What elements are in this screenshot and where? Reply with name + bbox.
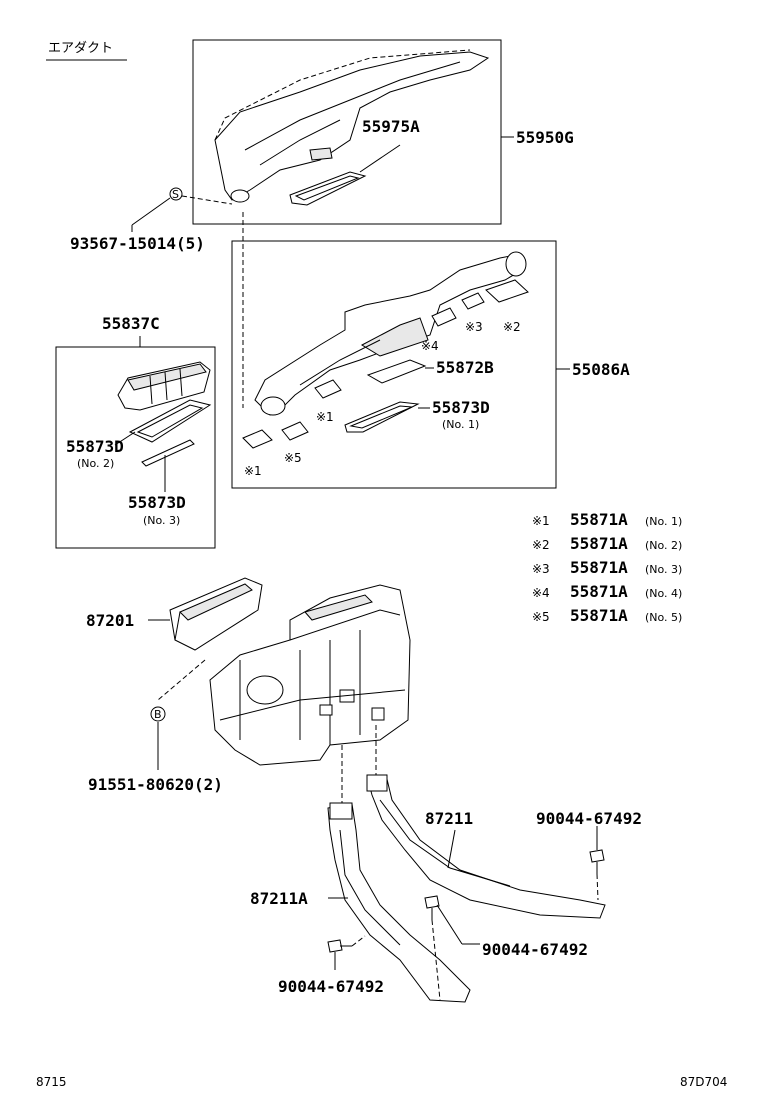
legend: ※1 55871A (No. 1) ※2 55871A (No. 2) ※3 5… xyxy=(532,510,682,625)
part-55873D-no1-drawing xyxy=(344,401,420,433)
part-55873D-no1-inner xyxy=(349,405,413,429)
legend-mark-2: ※2 xyxy=(532,538,550,552)
legend-sub-2: (No. 2) xyxy=(645,539,682,552)
label-90044-67492-left: 90044-67492 xyxy=(278,977,384,996)
label-90044-67492-right: 90044-67492 xyxy=(536,809,642,828)
label-55975A: 55975A xyxy=(362,117,420,136)
label-55873D-no3-sub: (No. 3) xyxy=(143,514,180,527)
mark-5: ※5 xyxy=(284,451,302,465)
label-55873D-no3: 55873D xyxy=(128,493,186,512)
pad-no1-b xyxy=(314,379,342,399)
group-box-55086A xyxy=(231,240,557,489)
legend-mark-1: ※1 xyxy=(532,514,550,528)
legend-mark-5: ※5 xyxy=(532,610,550,624)
leader-87211 xyxy=(447,829,456,869)
legend-part-3: 55871A xyxy=(570,558,628,577)
pad-no3 xyxy=(461,292,485,310)
bolt-90044-left-drawing xyxy=(327,935,366,953)
footer-left-code: 8715 xyxy=(36,1075,67,1089)
pad-no5 xyxy=(281,421,309,441)
group-box-55950G xyxy=(192,39,502,225)
part-87201-drawing xyxy=(169,577,263,651)
clip-s-drawing: S xyxy=(131,187,233,232)
leader-55873D-no2 xyxy=(114,431,136,446)
label-91551-80620: 91551-80620(2) xyxy=(88,775,223,794)
legend-sub-5: (No. 5) xyxy=(645,611,682,624)
part-55873D-no2-drawing xyxy=(128,399,212,443)
label-93567-15014: 93567-15014(5) xyxy=(70,234,205,253)
upper-air-duct-drawing xyxy=(214,49,490,203)
legend-mark-3: ※3 xyxy=(532,562,550,576)
label-55837C: 55837C xyxy=(102,314,160,333)
legend-part-5: 55871A xyxy=(570,606,628,625)
clip-b-drawing: B xyxy=(150,659,206,770)
pad-no1-a xyxy=(242,429,273,449)
label-90044-67492-middle: 90044-67492 xyxy=(482,940,588,959)
legend-sub-4: (No. 4) xyxy=(645,587,682,600)
label-55873D-no1-sub: (No. 1) xyxy=(442,418,479,431)
part-87211A-drawing xyxy=(327,802,471,1003)
pad-no2 xyxy=(485,279,529,303)
part-55837C-drawing xyxy=(117,361,211,411)
mark-4: ※4 xyxy=(421,339,439,353)
legend-mark-4: ※4 xyxy=(532,586,550,600)
label-55873D-no2: 55873D xyxy=(66,437,124,456)
legend-sub-1: (No. 1) xyxy=(645,515,682,528)
bolt-90044-middle-drawing xyxy=(424,895,441,1001)
footer-right-code: 87D704 xyxy=(680,1075,727,1089)
heater-unit-drawing xyxy=(209,584,411,766)
legend-part-1: 55871A xyxy=(570,510,628,529)
label-87211A: 87211A xyxy=(250,889,308,908)
leader-55975A xyxy=(359,144,401,173)
diagram-title: エアダクト xyxy=(48,41,113,56)
mark-1-a: ※1 xyxy=(244,464,262,478)
label-55086A: 55086A xyxy=(572,360,630,379)
group-box-55837C xyxy=(55,346,216,549)
pad-no4 xyxy=(431,307,457,327)
part-55873D-no3-drawing xyxy=(141,439,195,467)
mark-2: ※2 xyxy=(503,320,521,334)
label-55873D-no2-sub: (No. 2) xyxy=(77,457,114,470)
leader-90044-middle xyxy=(436,904,463,945)
label-55872B: 55872B xyxy=(436,358,494,377)
mark-3: ※3 xyxy=(465,320,483,334)
part-55975A-drawing xyxy=(289,171,367,206)
bolt-90044-right-drawing xyxy=(589,849,605,901)
label-87201: 87201 xyxy=(86,611,134,630)
legend-part-4: 55871A xyxy=(570,582,628,601)
label-87211: 87211 xyxy=(425,809,473,828)
label-55873D-no1: 55873D xyxy=(432,398,490,417)
part-87211-drawing xyxy=(366,774,606,919)
mark-1-b: ※1 xyxy=(316,410,334,424)
circle-s-mark: S xyxy=(172,188,179,201)
legend-part-2: 55871A xyxy=(570,534,628,553)
part-55872B-drawing xyxy=(366,359,427,384)
legend-sub-3: (No. 3) xyxy=(645,563,682,576)
label-55950G: 55950G xyxy=(516,128,574,147)
lower-air-duct-drawing xyxy=(254,251,527,416)
circle-b-mark: B xyxy=(154,708,162,721)
